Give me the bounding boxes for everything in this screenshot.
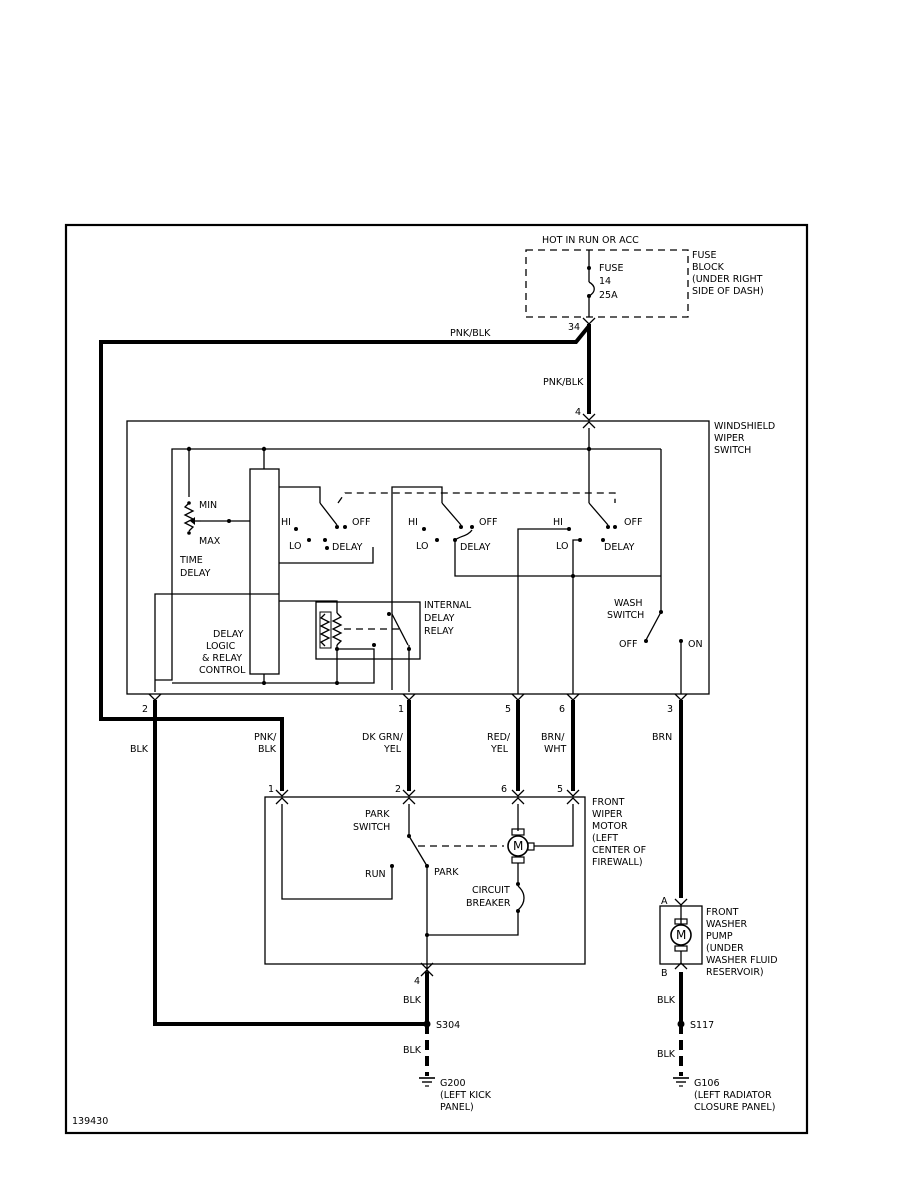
deck2-lo: LO <box>416 541 428 552</box>
deck3-hi: HI <box>553 517 563 528</box>
deck2-delay: DELAY <box>460 542 491 553</box>
deck3-lo: LO <box>556 541 568 552</box>
motor-pin-6: 6 <box>501 784 507 795</box>
time-delay-label: TIME DELAY <box>179 555 211 579</box>
wire-label-blk-g106-lower: BLK <box>657 1049 676 1060</box>
internal-delay-relay <box>315 601 421 660</box>
deck2-hi: HI <box>408 517 418 528</box>
relay-label: INTERNAL DELAY RELAY <box>424 600 474 637</box>
wire-label-brn-wht: BRN/ WHT <box>541 732 567 755</box>
wire-label-blk-left: BLK <box>130 744 149 755</box>
fuse-rating: 25A <box>599 290 618 301</box>
delay-logic-block <box>249 468 280 675</box>
fuse-block: HOT IN RUN OR ACC FUSE 14 25A FUSE BLOCK… <box>525 235 765 333</box>
ground-g106-label: G106 (LEFT RADIATOR CLOSURE PANEL) <box>694 1078 775 1113</box>
switch-pin-5: 5 <box>505 704 511 715</box>
wire-label-pnk-blk-top: PNK/BLK <box>450 328 491 339</box>
splice-s304-dot <box>423 1020 431 1028</box>
switch-pin-6: 6 <box>559 704 565 715</box>
pump-pin-a: A <box>661 896 668 907</box>
switch-top-pin: 4 <box>575 407 581 418</box>
wash-on: ON <box>688 639 703 650</box>
windshield-wiper-switch: 4 WINDSHIELD WIPER SWITCH MIN MAX TIME D… <box>126 407 778 715</box>
wire-label-brn: BRN <box>652 732 672 743</box>
fuse-label: FUSE <box>599 263 623 274</box>
fuse-location: FUSE BLOCK (UNDER RIGHT SIDE OF DASH) <box>692 250 765 297</box>
ground-g200-label: G200 (LEFT KICK PANEL) <box>440 1078 494 1113</box>
deck1-lo: LO <box>289 541 301 552</box>
motor-park-label: PARK <box>434 867 459 878</box>
wire-label-blk-g200-lower: BLK <box>403 1045 422 1056</box>
front-wiper-motor: FRONT WIPER MOTOR (LEFT CENTER OF FIREWA… <box>264 784 649 987</box>
figure-id: 139430 <box>72 1116 108 1127</box>
pump-symbol: M <box>676 928 686 942</box>
ground-g200: G200 (LEFT KICK PANEL) <box>419 1077 494 1113</box>
wash-off: OFF <box>619 639 637 650</box>
diagram-frame <box>64 223 809 1135</box>
motor-pin-2: 2 <box>395 784 401 795</box>
circuit-breaker-label: CIRCUIT BREAKER <box>466 885 513 909</box>
splice-s117: S117 <box>690 1020 714 1031</box>
motor-pin-1: 1 <box>268 784 274 795</box>
deck3-delay: DELAY <box>604 542 635 553</box>
deck1-off: OFF <box>352 517 370 528</box>
wire-label-pnk-blk-vertical: PNK/BLK <box>543 377 584 388</box>
time-delay-max: MAX <box>199 536 221 547</box>
switch-title: WINDSHIELD WIPER SWITCH <box>714 421 778 456</box>
pump-title: FRONT WASHER PUMP (UNDER WASHER FLUID RE… <box>706 907 781 978</box>
fuse-number: 14 <box>599 276 611 287</box>
fuse-pin: 34 <box>568 322 580 333</box>
switch-pin-1: 1 <box>398 704 404 715</box>
motor-pin-4: 4 <box>414 976 420 987</box>
harness-wires <box>99 324 683 1076</box>
ground-g106: G106 (LEFT RADIATOR CLOSURE PANEL) <box>673 1077 775 1113</box>
pump-pin-b: B <box>661 968 668 979</box>
motor-run-label: RUN <box>365 869 386 880</box>
deck2-off: OFF <box>479 517 497 528</box>
wash-switch-label: WASH SWITCH <box>607 598 646 621</box>
splice-s304: S304 <box>436 1020 460 1031</box>
wire-label-pnk-blk-motor: PNK/ BLK <box>254 732 279 755</box>
motor-symbol: M <box>513 839 523 853</box>
wire-label-blk-g200-upper: BLK <box>403 995 422 1006</box>
deck1-delay: DELAY <box>332 542 363 553</box>
wire-label-dk-grn-yel: DK GRN/ YEL <box>362 732 406 755</box>
front-washer-pump: M A B FRONT WASHER PUMP (UNDER WASHER FL… <box>659 896 781 979</box>
switch-pin-2: 2 <box>142 704 148 715</box>
motor-title: FRONT WIPER MOTOR (LEFT CENTER OF FIREWA… <box>592 797 649 868</box>
wire-label-blk-g106-upper: BLK <box>657 995 676 1006</box>
switch-pin-3: 3 <box>667 704 673 715</box>
deck3-off: OFF <box>624 517 642 528</box>
delay-logic-label: DELAY LOGIC & RELAY CONTROL <box>199 629 246 676</box>
motor-pin-5: 5 <box>557 784 563 795</box>
splice-s117-dot <box>677 1020 685 1028</box>
power-label: HOT IN RUN OR ACC <box>542 235 639 246</box>
wire-label-red-yel: RED/ YEL <box>487 732 513 755</box>
deck1-hi: HI <box>281 517 291 528</box>
time-delay-min: MIN <box>199 500 217 511</box>
park-switch-label: PARK SWITCH <box>353 809 392 833</box>
